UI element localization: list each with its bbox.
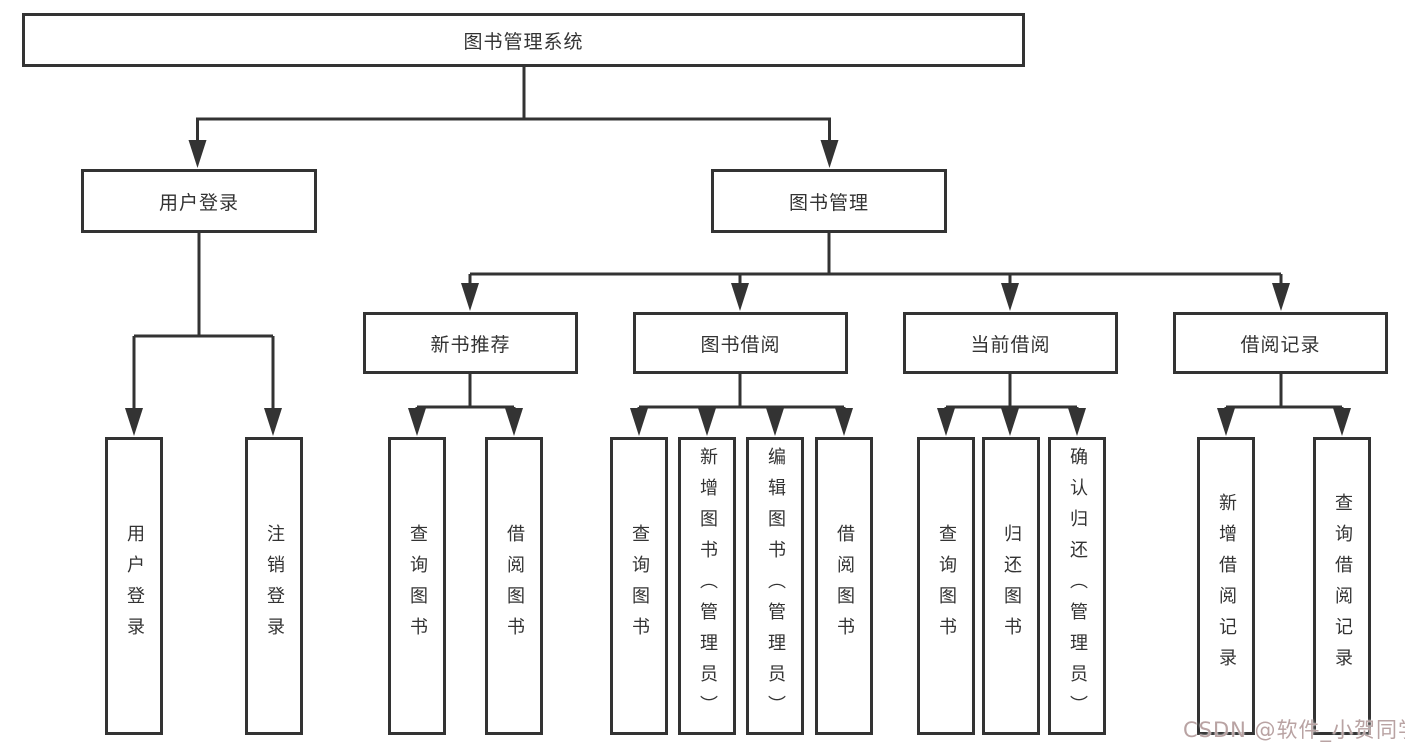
- node-leaf-return-books-label: 归还图书: [1001, 524, 1022, 648]
- node-user-login-label: 用户登录: [158, 191, 239, 214]
- node-book-management-label: 图书管理: [788, 191, 869, 214]
- node-leaf-confirm-return-admin-label: 确认归还（管理员）: [1067, 446, 1088, 726]
- node-new-book-recommend: 新书推荐: [363, 312, 578, 374]
- node-leaf-edit-books-admin: 编辑图书（管理员）: [746, 437, 804, 735]
- node-leaf-query-borrow-record: 查询借阅记录: [1313, 437, 1371, 735]
- node-library-management-system-label: 图书管理系统: [463, 30, 584, 53]
- node-leaf-borrow-books-2-label: 借阅图书: [834, 524, 855, 648]
- node-leaf-return-books: 归还图书: [982, 437, 1040, 735]
- node-leaf-add-borrow-record: 新增借阅记录: [1197, 437, 1255, 735]
- node-leaf-query-books-1: 查询图书: [388, 437, 446, 735]
- node-leaf-logout: 注销登录: [245, 437, 303, 735]
- node-leaf-query-books-3: 查询图书: [917, 437, 975, 735]
- node-leaf-borrow-books-1: 借阅图书: [485, 437, 543, 735]
- node-new-book-recommend-label: 新书推荐: [430, 333, 511, 356]
- node-leaf-user-login-label: 用户登录: [124, 524, 145, 648]
- node-leaf-confirm-return-admin: 确认归还（管理员）: [1048, 437, 1106, 735]
- node-book-management: 图书管理: [711, 169, 947, 233]
- node-leaf-query-books-2-label: 查询图书: [629, 524, 650, 648]
- node-leaf-add-borrow-record-label: 新增借阅记录: [1216, 493, 1237, 679]
- node-library-management-system: 图书管理系统: [22, 13, 1025, 67]
- node-leaf-add-books-admin: 新增图书（管理员）: [678, 437, 736, 735]
- node-leaf-query-books-3-label: 查询图书: [936, 524, 957, 648]
- node-leaf-borrow-books-2: 借阅图书: [815, 437, 873, 735]
- node-user-login: 用户登录: [81, 169, 317, 233]
- node-leaf-query-books-1-label: 查询图书: [407, 524, 428, 648]
- node-leaf-query-books-2: 查询图书: [610, 437, 668, 735]
- node-current-borrow-label: 当前借阅: [970, 333, 1051, 356]
- node-leaf-query-borrow-record-label: 查询借阅记录: [1332, 493, 1353, 679]
- arrowheads: [125, 140, 1351, 436]
- node-borrow-records: 借阅记录: [1173, 312, 1388, 374]
- csdn-watermark: CSDN @软件_小贺同学: [1183, 718, 1405, 742]
- node-leaf-add-books-admin-label: 新增图书（管理员）: [697, 446, 718, 726]
- node-borrow-records-label: 借阅记录: [1240, 333, 1321, 356]
- node-leaf-borrow-books-1-label: 借阅图书: [504, 524, 525, 648]
- node-book-borrow-label: 图书借阅: [700, 333, 781, 356]
- node-leaf-logout-label: 注销登录: [264, 524, 285, 648]
- node-leaf-user-login: 用户登录: [105, 437, 163, 735]
- node-current-borrow: 当前借阅: [903, 312, 1118, 374]
- node-book-borrow: 图书借阅: [633, 312, 848, 374]
- node-leaf-edit-books-admin-label: 编辑图书（管理员）: [765, 446, 786, 726]
